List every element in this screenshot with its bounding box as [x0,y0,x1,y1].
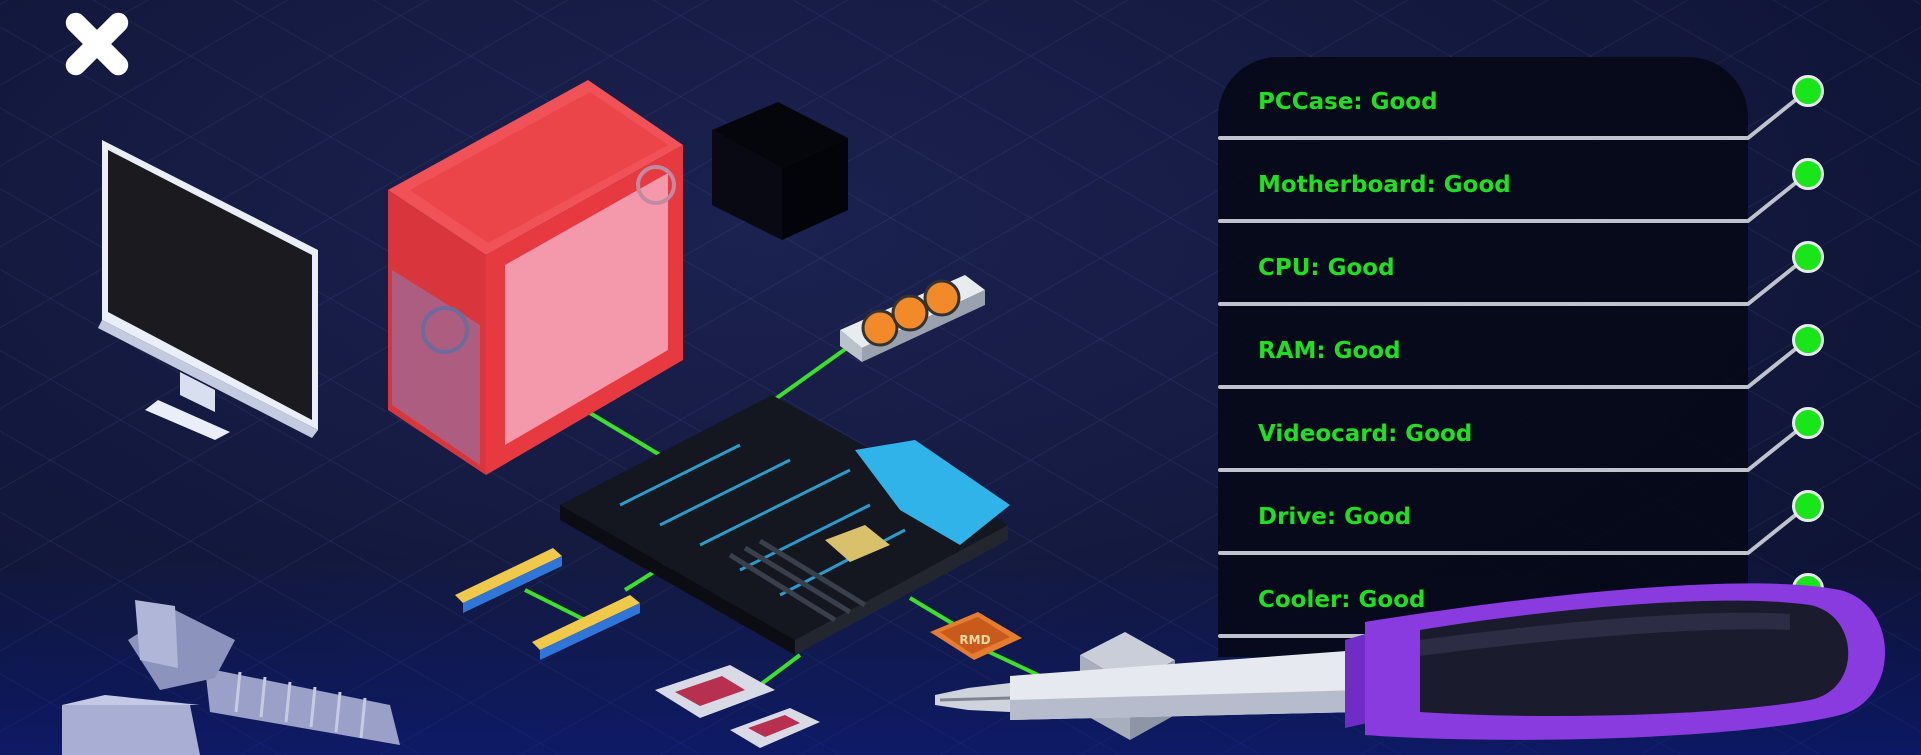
status-indicator-cpu [1792,241,1824,273]
status-row-drive: Drive: Good [1218,472,1748,555]
status-indicator-drive [1792,490,1824,522]
status-row-motherboard: Motherboard: Good [1218,140,1748,223]
status-label: Drive: Good [1258,504,1412,530]
row-divider [1218,468,1748,472]
status-row-cooler: Cooler: Good [1218,555,1748,638]
status-row-cpu: CPU: Good [1218,223,1748,306]
row-divider [1218,551,1748,555]
status-row-pccase: PCCase: Good [1218,57,1748,140]
row-divider [1218,302,1748,306]
status-indicator-motherboard [1792,158,1824,190]
status-label: RAM: Good [1258,338,1401,364]
status-indicator-videocard [1792,407,1824,439]
status-label: PCCase: Good [1258,89,1438,115]
status-label: Videocard: Good [1258,421,1473,447]
row-divider [1218,385,1748,389]
row-divider [1218,634,1748,638]
status-indicator-cooler [1792,573,1824,605]
status-row-videocard: Videocard: Good [1218,389,1748,472]
status-label: Motherboard: Good [1258,172,1511,198]
status-label: Cooler: Good [1258,587,1426,613]
status-indicator-ram [1792,324,1824,356]
status-label: CPU: Good [1258,255,1395,281]
status-row-ram: RAM: Good [1218,306,1748,389]
close-button[interactable] [52,0,142,82]
row-divider [1218,136,1748,140]
status-indicator-pccase [1792,75,1824,107]
component-status-panel [1218,57,1748,657]
row-divider [1218,219,1748,223]
